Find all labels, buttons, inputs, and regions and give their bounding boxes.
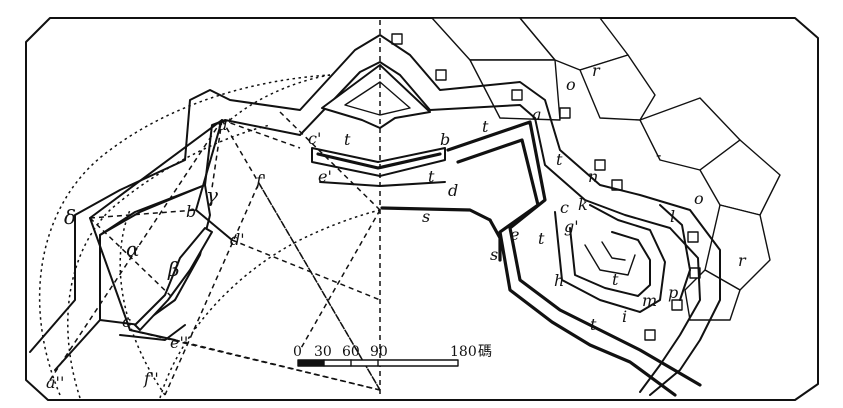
- label-d: d: [448, 181, 458, 200]
- label-dash: -: [656, 145, 661, 164]
- sally-wall-upper: [380, 206, 492, 222]
- label-m: m: [642, 291, 657, 310]
- scale-bar: 0 30 60 90 180 碼: [293, 344, 492, 367]
- scale-tick-30: 30: [314, 344, 332, 360]
- label-i: i: [622, 307, 627, 326]
- label-c-prime: c': [308, 129, 321, 148]
- label-f-double: f'': [143, 369, 159, 388]
- label-k: k: [578, 195, 588, 214]
- label-f-prime: f': [255, 171, 266, 190]
- label-e: e: [510, 225, 519, 244]
- outer-rampart: [29, 34, 721, 396]
- label-gamma: γ: [206, 183, 218, 207]
- right-bastion: [446, 120, 702, 397]
- scale-tick-90: 90: [370, 344, 388, 360]
- label-t7: t: [590, 315, 597, 334]
- label-t6: t: [612, 270, 619, 289]
- sally-wall-lower: [488, 218, 502, 262]
- scale-tick-0: 0: [293, 344, 302, 360]
- label-c-left: c: [122, 312, 131, 331]
- frame-border: [25, 17, 819, 401]
- label-s1: s: [422, 207, 430, 226]
- scale-tick-180: 180: [450, 344, 477, 360]
- label-c: c: [560, 198, 569, 217]
- label-t2: t: [482, 117, 489, 136]
- label-t5: t: [538, 229, 545, 248]
- point-labels: a' c' t b t a e' t d f' s s e t c k g' t…: [46, 61, 747, 392]
- label-o1: o: [566, 75, 576, 94]
- label-a-double: a'': [46, 373, 64, 392]
- label-o2: o: [694, 189, 704, 208]
- label-g-prime: g': [564, 217, 579, 236]
- label-s2: s: [490, 245, 498, 264]
- left-bastion-outline: [99, 184, 211, 326]
- label-delta: δ: [64, 205, 76, 229]
- label-t3: t: [428, 167, 435, 186]
- label-a-prime: a': [218, 115, 232, 134]
- label-t1: t: [344, 130, 351, 149]
- curtain-wall: [311, 147, 446, 177]
- scale-tick-60: 60: [342, 344, 360, 360]
- label-d-prime: d': [230, 230, 245, 249]
- label-beta: β: [167, 257, 180, 281]
- scale-unit: 碼: [478, 344, 492, 360]
- label-e-double: e'': [170, 333, 188, 352]
- label-b-top: b: [440, 130, 450, 149]
- label-r1: r: [592, 61, 601, 80]
- label-p: p: [668, 283, 678, 302]
- label-r2: r: [738, 251, 747, 270]
- label-n: n: [588, 167, 598, 186]
- label-l: l: [670, 207, 675, 226]
- label-h: h: [554, 271, 564, 290]
- label-t4: t: [556, 150, 563, 169]
- defence-lines: [89, 119, 233, 341]
- label-b-left: b: [186, 202, 196, 221]
- label-alpha: α: [126, 237, 140, 261]
- label-e-prime: e': [318, 167, 332, 186]
- label-a: a: [532, 105, 542, 124]
- building-blocks: [391, 17, 781, 341]
